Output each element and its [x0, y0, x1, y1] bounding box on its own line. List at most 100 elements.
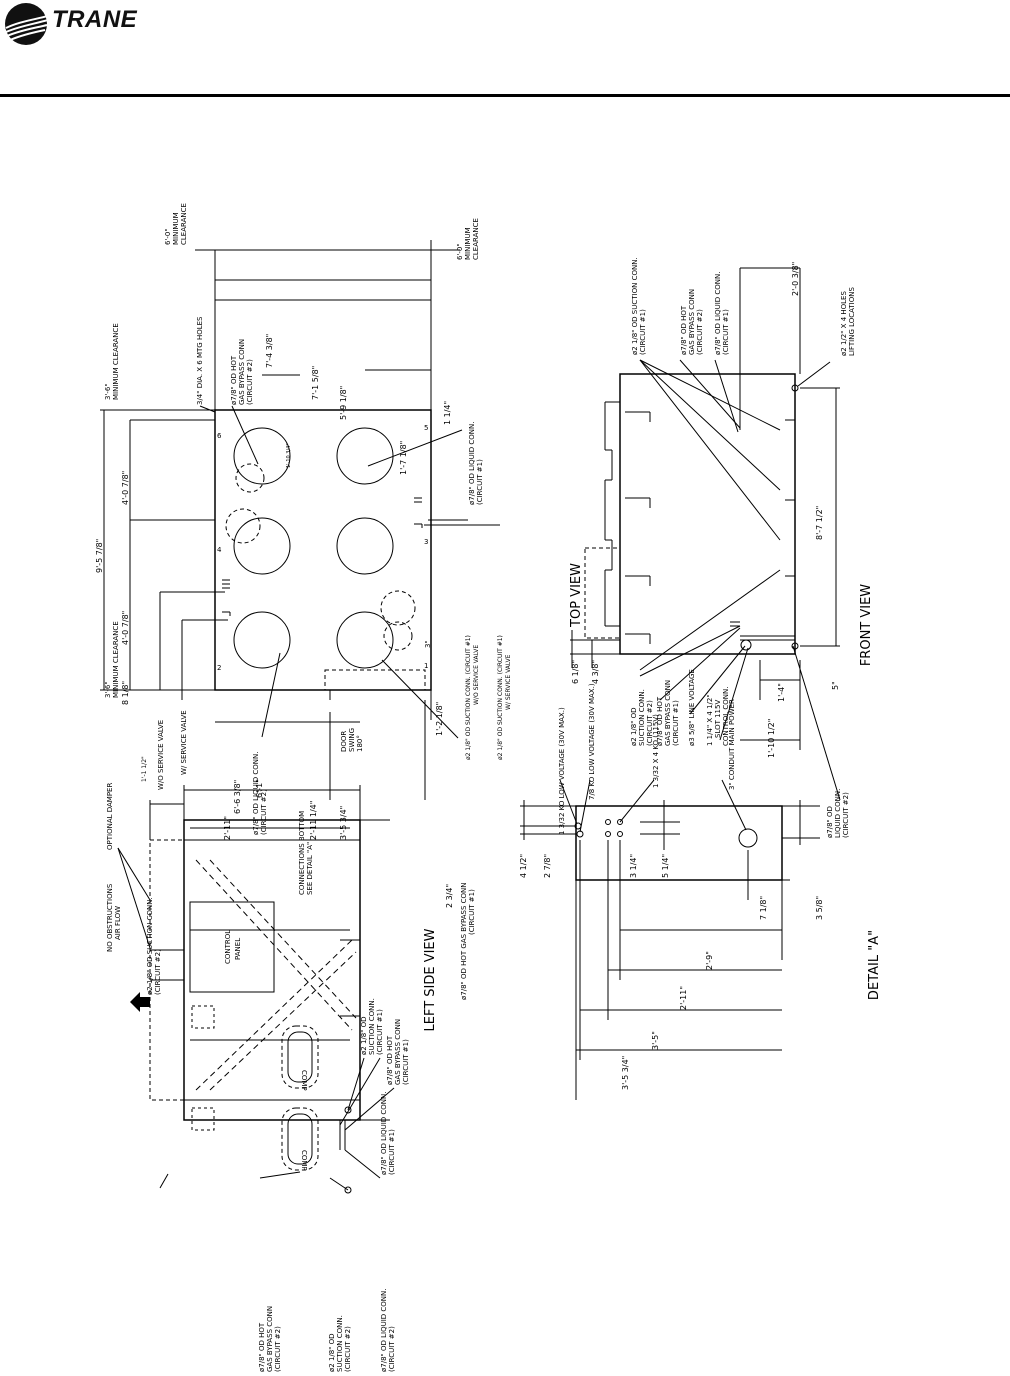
clearance-6ft-a: 6'-0" [164, 228, 172, 245]
liquid-c2-label1: ø7/8" OD LIQUID CONN. [252, 752, 260, 836]
hole-number: 3 [424, 538, 428, 546]
brand-name: TRANE [52, 6, 138, 33]
fan-circle [233, 611, 291, 669]
conduit-main-power-hole [738, 828, 758, 848]
lsv-dim-2-11: 2'-11" [223, 816, 232, 840]
connections-bottom-label1: CONNECTIONS BOTTOM [298, 811, 306, 895]
detail-a-title: DETAIL "A" [867, 930, 882, 1000]
fan-circle [233, 427, 291, 485]
view-titles: TOP VIEW FRONT VIEW LEFT SIDE VIEW DETAI… [423, 563, 882, 1032]
fv-liquid-c2-2: LIQUID CONN. [834, 789, 842, 838]
fan-circle [336, 611, 394, 669]
dim-4-0-7-8-b: 4'-0 7/8" [121, 471, 130, 505]
left-side-view-dims: 6'-1" 1'-1 1/2" 6'-6 3/8" 2'-11" 2'-11 1… [141, 756, 318, 840]
front-view-drawing [570, 267, 841, 801]
detail-dim-4-1-2: 4 1/2" [519, 854, 528, 878]
fv-hotgas-c1-2: GAS BYPASS CONN [664, 680, 672, 746]
lsv-suction-c2-1: ø2 1/8" OD [328, 1333, 336, 1372]
fan-circle [336, 427, 394, 485]
detail-dim-2-7-8: 2 7/8" [543, 854, 552, 878]
front-view-dims: 2'-0 3/8" 8'-7 1/2" 6 1/8" 4 3/8" 1'-4" … [571, 262, 840, 758]
fv-hotgas-c1-3: (CIRCUIT #1) [672, 700, 680, 746]
fv-lifting-holes-1: ø2 1/2" X 4 HOLES [840, 291, 848, 356]
dim-4-0-7-8-a: 4'-0 7/8" [121, 611, 130, 645]
fv-control-slot-3: CONTROL CONN. [722, 686, 730, 746]
lsv-no-obstructions: NO OBSTRUCTIONS [106, 883, 114, 952]
fv-dim-1-4: 1'-4" [777, 683, 786, 702]
dim-5-9-1-8: 5'-9 1/8" [339, 386, 348, 420]
air-flow-arrow-icon [130, 992, 150, 1012]
fv-hotgas-c2-1: ø7/8" OD HOT [680, 305, 688, 355]
dim-3: 3" [424, 640, 432, 648]
fv-liquid-c2-1: ø7/8" OD [826, 806, 834, 838]
dim-7-4-3-8: 7'-4 3/8" [265, 334, 274, 368]
clearance-6ft-b: 6'-0" [456, 243, 464, 260]
top-clearance-left: 3'-6" [104, 681, 112, 698]
fv-control-slot-1: 1 1/4" X 4 1/2" [706, 694, 714, 746]
lsv-hotgas-c2-1: ø7/8" OD HOT [258, 1322, 266, 1372]
lsv-hotgas-c2-2: GAS BYPASS CONN [266, 1306, 274, 1372]
compressor-shape [281, 1025, 319, 1089]
suction-c1-wo-label1: ø2 1/8" OD SUCTION CONN. (CIRCUIT #1) [465, 635, 472, 760]
top-view-drawing [100, 240, 500, 800]
detail-a-dims: 4 1/2" 2 7/8" 3 1/4" 5 1/4" 7 1/8" 3 5/8… [519, 854, 824, 1090]
top-clearance-right: 3'-6" [104, 383, 112, 400]
dim-1-1-4: 1 1/4" [443, 401, 452, 425]
top-clearance-right-note: MINIMUM CLEARANCE [112, 323, 120, 400]
detail-dim-3-5-3-4: 3'-5 3/4" [621, 1056, 630, 1090]
lsv-dim-2-11-1-4: 2'-11 1/4" [309, 801, 318, 840]
dimension-drawing: TOP VIEW FRONT VIEW LEFT SIDE VIEW DETAI… [95, 203, 882, 1372]
lsv-suction-c1-1: ø2 1/8" OD [360, 1016, 368, 1055]
fv-dim-4-3-8: 4 3/8" [591, 660, 600, 684]
detail-dim-7-1-8: 7 1/8" [759, 896, 768, 920]
clearance-6ft-a-note2: CLEARANCE [180, 203, 188, 245]
liquid-c1-label1: ø7/8" OD LIQUID CONN. [468, 422, 476, 506]
header-rule [0, 94, 1010, 97]
dim-1-10-3-4: 1'-10 3/4" [286, 443, 292, 468]
fv-line-voltage: ø3 5/8" LINE VOLTAGE [688, 669, 696, 746]
detail-a-panel [575, 805, 783, 881]
detail-dim-3-1-4: 3 1/4" [629, 854, 638, 878]
lsv-optional-damper: OPTIONAL DAMPER [106, 783, 114, 850]
suction-c1-w-label1: ø2 1/8" OD SUCTION CONN. (CIRCUIT #1) [497, 635, 504, 760]
lsv-comp-lower: COMP [300, 1150, 308, 1171]
liquid-c1-label2: (CIRCUIT #1) [476, 459, 484, 505]
clearance-6ft-a-note1: MINIMUM [172, 212, 180, 245]
fv-dim-2-0-3-8: 2'-0 3/8" [791, 262, 800, 296]
fv-hotgas-c2-3: (CIRCUIT #2) [696, 309, 704, 355]
front-view-cabinet [619, 373, 796, 655]
detail-dim-2-9: 2'-9" [705, 951, 714, 970]
fan-circle [336, 517, 394, 575]
mtg-holes-label: 3/4" DIA. X 6 MTG HOLES [196, 316, 204, 405]
page-header: TRANE [0, 0, 1010, 100]
lsv-suction-c1-2: SUCTION CONN. [368, 998, 376, 1055]
dim-1-7-1-8: 1'-7 1/8" [399, 441, 408, 475]
fv-suction-c2-1: ø2 1/8" OD [630, 707, 638, 746]
door-swing-label3: 180° [356, 735, 364, 752]
detail-dim-3-5: 3'-5" [651, 1031, 660, 1050]
fv-suction-c1-2: (CIRCUIT #1) [639, 309, 647, 355]
detail-ko-low-voltage-1-3-32: 1 3/32 KO LOW VOLTAGE (30V MAX.) [558, 707, 566, 835]
mounting-hole-numbers: 1 2 3 4 5 6 [217, 424, 428, 672]
lsv-hotgas-c1-2: GAS BYPASS CONN [394, 1019, 402, 1085]
control-panel-box [189, 901, 275, 993]
fv-dim-1-10-1-2: 1'-10 1/2" [767, 719, 776, 758]
fv-dim-5: 5" [831, 681, 840, 690]
dim-1-2-1-8: 1'-2 1/8" [435, 702, 444, 736]
lsv-control: CONTROL [224, 930, 232, 964]
trane-logo-icon [5, 3, 48, 45]
detail-a-labels: 1 3/32 KO LOW VOLTAGE (30V MAX.) 7/8 KO … [558, 683, 736, 835]
hot-gas-c2-label2: GAS BYPASS CONN [238, 339, 246, 405]
left-side-view-labels: NO OBSTRUCTIONS AIR FLOW OPTIONAL DAMPER… [106, 783, 410, 1372]
clearance-6ft-b-note2: CLEARANCE [472, 218, 480, 260]
lsv-hotgas-c1-1: ø7/8" OD HOT [386, 1035, 394, 1085]
fv-suction-c2-2: SUCTION CONN. [638, 689, 646, 746]
hot-gas-c1-label1: ø7/8" OD HOT GAS BYPASS CONN [460, 882, 468, 1000]
lsv-suction-c1-3: (CIRCUIT #1) [376, 1009, 384, 1055]
lsv-panel: PANEL [234, 938, 242, 960]
door-swing-label2: SWING [348, 728, 356, 752]
dim-2-3-4: 2 3/4" [445, 884, 454, 908]
clearance-6ft-b-note1: MINIMUM [464, 227, 472, 260]
compressor-shape [281, 1107, 319, 1171]
dim-3-5-3-4: 3'-5 3/4" [339, 806, 348, 840]
